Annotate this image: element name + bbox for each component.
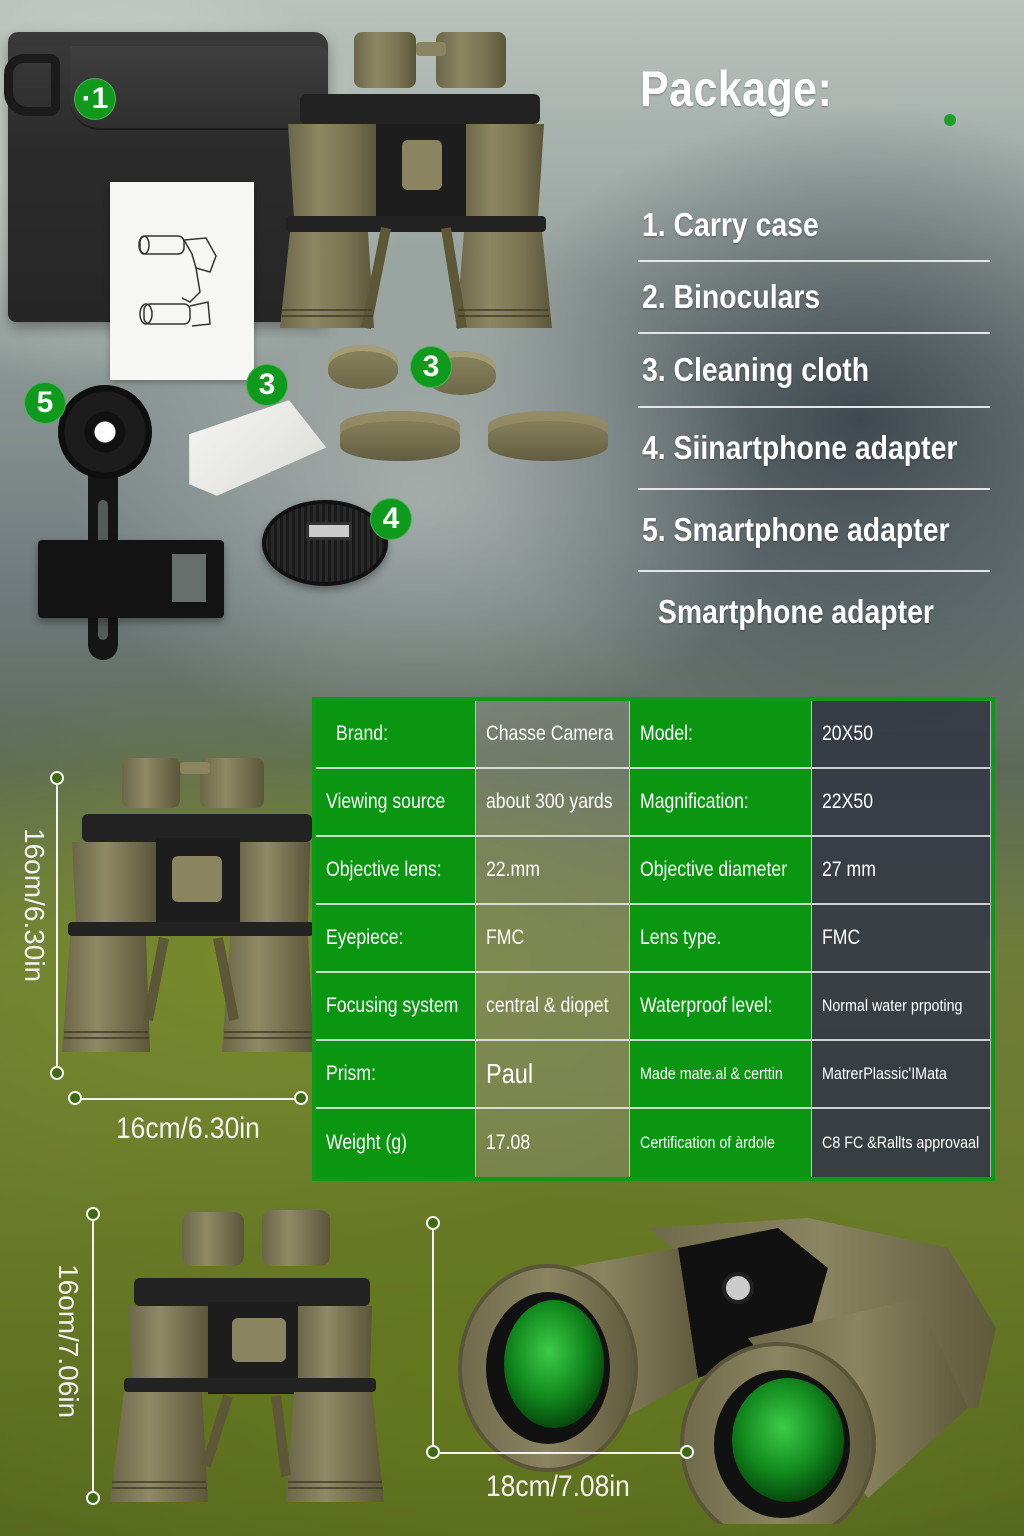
package-item: 4. Siinartphone adapter (638, 408, 990, 490)
badge-neck-strap: 4 (370, 498, 412, 540)
badge-eyepiece-caps: 3 (410, 346, 452, 388)
spec-value: 20X50 (812, 701, 991, 769)
spec-value: about 300 yards (476, 769, 630, 837)
package-item: 5. Smartphone adapter (638, 490, 990, 572)
spec-key: Prism: (316, 1041, 476, 1109)
spec-value: 27 mm (812, 837, 991, 905)
spec-value: 17.08 (476, 1109, 630, 1177)
badge-smartphone-adapter: 5 (24, 382, 66, 424)
spec-key: Lens type. (630, 905, 812, 973)
width-dimension-line (76, 1098, 300, 1100)
objective-cap (340, 411, 460, 461)
binoculars-photo (280, 32, 552, 329)
spec-value: 22.mm (476, 837, 630, 905)
package-item: Smartphone adapter (658, 593, 934, 630)
dimension-endpoint (50, 771, 64, 785)
spec-key: Objective diameter (630, 837, 812, 905)
height-dimension-line (56, 778, 58, 1072)
height-dimension-line (92, 1214, 94, 1500)
package-item: 2. Binoculars (638, 262, 990, 334)
dimension-endpoint (68, 1091, 82, 1105)
spec-key: Viewing source (316, 769, 476, 837)
width-dimension-label: 18cm/7.08in (486, 1470, 630, 1503)
spec-value: FMC (812, 905, 991, 973)
spec-key: Weight (g) (316, 1109, 476, 1177)
spec-key: Model: (630, 701, 812, 769)
binoculars-objective-view-photo (458, 1218, 996, 1524)
spec-value: Normal water prpoting (812, 973, 991, 1041)
spec-key: Focusing system (316, 973, 476, 1041)
height-dimension-label: 16om/6.30in (19, 828, 50, 983)
smartphone-adapter-clamp (38, 540, 224, 618)
package-title: Package: (640, 61, 833, 117)
dimension-endpoint (426, 1216, 440, 1230)
binocular-sketch-icon (138, 235, 217, 327)
dimension-endpoint (86, 1207, 100, 1221)
width-dimension-line (440, 1452, 686, 1454)
badge-carry-case: ·1 (74, 78, 116, 120)
cleaning-cloth-photo (173, 397, 334, 499)
spec-key: Objective lens: (316, 837, 476, 905)
dimension-endpoint (426, 1445, 440, 1459)
spec-value: central & diopet (476, 973, 630, 1041)
objective-cap (488, 411, 608, 461)
spec-key: Eyepiece: (316, 905, 476, 973)
package-item: 3. Cleaning cloth (638, 334, 990, 408)
height-dimension-line (432, 1228, 434, 1454)
dimension-endpoint (86, 1491, 100, 1505)
binoculars-rear-view-photo (110, 1210, 384, 1502)
eyepiece-cap (328, 345, 398, 389)
instruction-manual-photo (110, 182, 254, 380)
height-dimension-label: 16om/7.06in (53, 1264, 84, 1419)
spec-table: Brand: Chasse Camera Model: 20X50 Viewin… (312, 697, 995, 1181)
dimension-endpoint (294, 1091, 308, 1105)
package-list: 1. Carry case 2. Binoculars 3. Cleaning … (638, 190, 990, 652)
neck-strap-photo (262, 500, 388, 586)
spec-value: 22X50 (812, 769, 991, 837)
spec-value: Chasse Camera (476, 701, 630, 769)
spec-value: MatrerPlassic'IMata (812, 1041, 991, 1109)
dimension-endpoint (680, 1445, 694, 1459)
spec-value: Paul (476, 1041, 630, 1109)
spec-key: Certification of àrdole (630, 1109, 812, 1177)
carry-case-handle (4, 54, 60, 116)
green-dot-icon (944, 114, 956, 126)
package-item: 1. Carry case (638, 190, 990, 262)
spec-key: Magnification: (630, 769, 812, 837)
spec-key: Made mate.al & certtin (630, 1041, 812, 1109)
spec-value: C8 FC &Rallts approvaal (812, 1109, 991, 1177)
badge-cleaning-cloth: 3 (246, 364, 288, 406)
smartphone-adapter-eyepiece-mount (58, 385, 152, 479)
spec-value: FMC (476, 905, 630, 973)
dimension-endpoint (50, 1066, 64, 1080)
spec-key: Brand: (316, 701, 476, 769)
width-dimension-label: 16cm/6.30in (116, 1112, 260, 1145)
spec-key: Waterproof level: (630, 973, 812, 1041)
binoculars-front-view-photo (62, 758, 314, 1052)
